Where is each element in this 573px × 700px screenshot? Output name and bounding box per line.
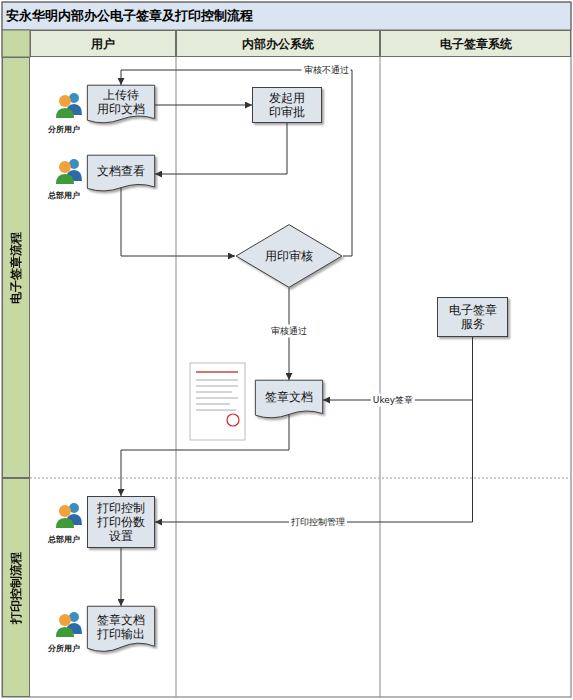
node-text: 签章文档 打印输出 [87, 613, 155, 647]
user-icon [56, 503, 82, 528]
thumbnail-line [196, 371, 238, 373]
decision-diamond: 用印审核 [235, 224, 343, 288]
document-box: 文档查看 [87, 155, 155, 193]
node-text: 文档查看 [94, 164, 148, 184]
node-text: 电子签章系统 [437, 37, 515, 51]
thumbnail-stamp [227, 414, 239, 426]
edge-label: Ukey签章 [371, 394, 415, 407]
connector [121, 188, 235, 256]
user-icon [56, 93, 82, 118]
document-box: 上传待 用印文档 [87, 85, 155, 125]
document-shape [87, 606, 154, 651]
process-box: 发起用 印审批 [252, 87, 322, 123]
phase-divider [30, 478, 571, 479]
user-label: 分所用户 [48, 643, 80, 654]
node-text: 打印控制 打印份数 设置 [88, 501, 154, 543]
user-icon [56, 612, 82, 637]
lane-header: 内部办公系统 [176, 30, 380, 57]
lane-divider [176, 57, 177, 697]
user-icon [56, 159, 82, 184]
lane-divider [380, 57, 381, 697]
node-text: 电子签章 服务 [438, 303, 507, 331]
lane-header: 电子签章系统 [380, 30, 571, 57]
edge-label: 审核不通过 [302, 64, 351, 77]
lane-band: 电子签章流程 [2, 57, 30, 478]
process-box: 电子签章 服务 [437, 297, 508, 337]
user-label: 分所用户 [48, 124, 80, 135]
node-text: 用户 [88, 37, 118, 51]
lane-band: 打印控制流程 [2, 478, 30, 697]
document-box: 签章文档 打印输出 [87, 606, 155, 654]
node-text: 上传待 用印文档 [87, 88, 155, 122]
node-text: 电子签章流程 [6, 232, 26, 304]
corner-cell [2, 30, 30, 57]
connector [121, 548, 122, 606]
connector [121, 414, 289, 496]
lane-header: 用户 [30, 30, 176, 57]
connector [155, 105, 252, 106]
connector [289, 288, 290, 380]
diamond-shape [236, 225, 342, 288]
document-shape [87, 155, 154, 191]
thumbnail-line [196, 398, 238, 399]
user-label: 总部用户 [48, 534, 80, 545]
connector [155, 337, 473, 522]
title-bar [2, 2, 571, 30]
document-shape [255, 380, 322, 418]
node-text: 打印控制流程 [6, 552, 26, 624]
connector [323, 337, 473, 400]
node-text: 发起用 印审批 [253, 91, 321, 119]
thumbnail-line [196, 392, 232, 393]
node-text: 内部办公系统 [239, 37, 317, 51]
thumbnail-line [196, 380, 238, 381]
user-label: 总部用户 [48, 190, 80, 201]
connector [121, 70, 352, 256]
process-box: 打印控制 打印份数 设置 [87, 496, 155, 548]
thumbnail-line [196, 404, 230, 405]
document-box: 签章文档 [255, 380, 323, 420]
thumbnail-line [196, 410, 236, 411]
edge-label: 审核通过 [269, 325, 309, 338]
thumbnail-line [196, 386, 238, 387]
edge-label: 打印控制管理 [289, 516, 347, 529]
document-shape [87, 85, 154, 123]
diagram-title: 安永华明内部办公电子签章及打印控制流程 [6, 7, 253, 25]
node-text: 用印审核 [262, 249, 316, 263]
thumbnail-page [190, 363, 245, 440]
document-thumbnail [190, 363, 245, 440]
node-text: 签章文档 [262, 390, 316, 410]
connector [155, 123, 287, 174]
